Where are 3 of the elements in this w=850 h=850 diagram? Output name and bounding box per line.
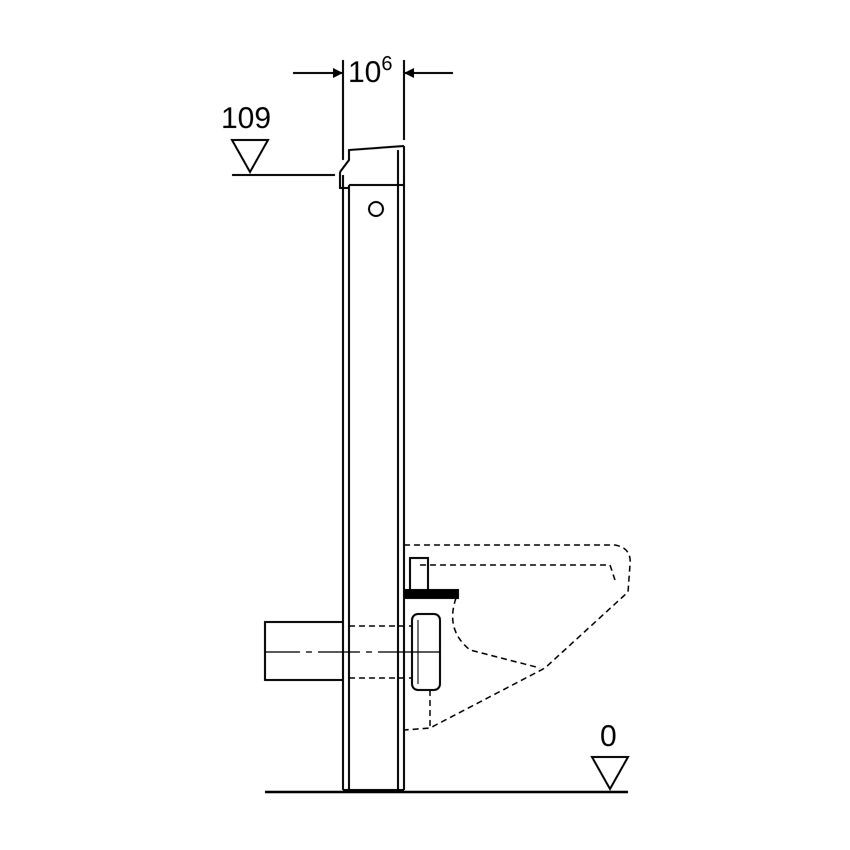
dimension-label: 10$^{6}$ bbox=[348, 58, 392, 88]
level-label: 0 bbox=[600, 722, 617, 752]
level-label: 109 bbox=[221, 104, 272, 134]
